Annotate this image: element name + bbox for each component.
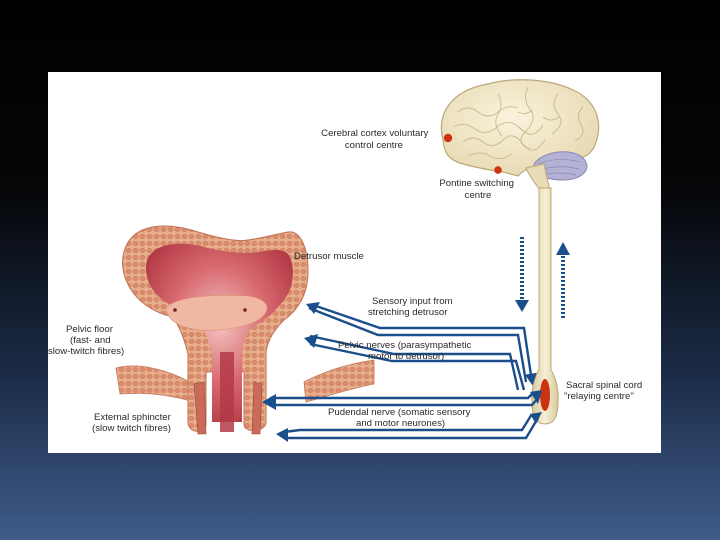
- label-cortex: Cerebral cortex voluntary control centre: [321, 128, 431, 151]
- label-external-sphincter: External sphincter (slow twitch fibres): [92, 412, 173, 434]
- label-pudendal-nerve: Pudendal nerve (somatic sensory and moto…: [328, 407, 473, 429]
- trigone: [165, 295, 268, 331]
- nerve-pathways: [262, 302, 542, 442]
- urethra: [220, 352, 234, 432]
- spinal-cord: [531, 187, 559, 425]
- diagram-panel: Cerebral cortex voluntary control centre…: [48, 72, 661, 453]
- bladder-control-diagram: Cerebral cortex voluntary control centre…: [48, 79, 645, 442]
- brain: [441, 79, 600, 191]
- pelvic-floor: [115, 359, 375, 403]
- brain-gyri: [452, 86, 584, 159]
- descending-dashed-pathway: [515, 237, 529, 312]
- cortex-control-dot: [443, 133, 453, 143]
- bladder-lumen: [145, 243, 293, 422]
- label-sensory-input: Sensory input from stretching detrusor: [368, 296, 455, 318]
- label-pelvic-floor: Pelvic floor (fast- and slow-twitch fibr…: [48, 324, 124, 357]
- label-detrusor: Detrusor muscle: [294, 251, 364, 262]
- pontine-centre-dot: [494, 166, 502, 174]
- ascending-dashed-pathway: [556, 242, 570, 318]
- label-pelvic-nerves: Pelvic nerves (parasympathetic motor to …: [338, 340, 474, 362]
- label-sacral-spinal-cord: Sacral spinal cord "relaying centre": [564, 380, 645, 402]
- sacral-relay-centre: [540, 379, 550, 411]
- external-sphincter: [193, 381, 263, 435]
- sensory-input-arrow: [308, 306, 528, 383]
- bladder: [122, 225, 309, 435]
- label-pontine: Pontine switching centre: [439, 178, 516, 201]
- pelvic-nerves-arrow: [309, 334, 520, 391]
